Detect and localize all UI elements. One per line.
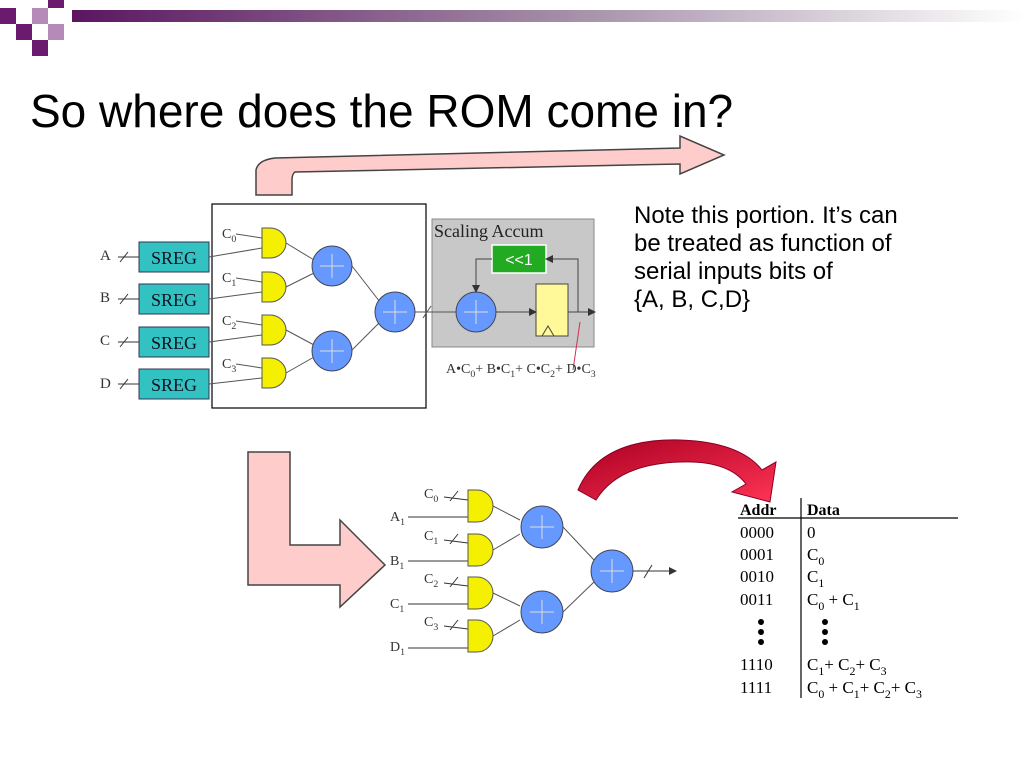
rom-data: 0	[807, 523, 816, 542]
and-gate	[261, 271, 287, 303]
register-block	[535, 283, 569, 337]
input-label-d: D	[100, 376, 111, 392]
and-gate	[467, 533, 494, 567]
input-label-a: A	[100, 248, 111, 264]
sreg-label: SREG	[151, 375, 197, 395]
shift-label: <<1	[505, 252, 533, 269]
input-label-b: B	[100, 290, 110, 306]
coefficient-label: C3	[222, 357, 236, 375]
sreg-d	[138, 368, 210, 400]
rom-data: C0 + C1+ C2+ C3	[807, 678, 922, 701]
scaling-accum-label: Scaling Accum	[434, 221, 543, 241]
and-gate	[261, 357, 287, 389]
top-circuit	[118, 203, 596, 409]
rom-addr: 0000	[740, 523, 774, 542]
coefficient-label: C3	[424, 615, 438, 633]
rom-data: C0	[807, 545, 824, 568]
coefficient-label: C1	[222, 271, 236, 289]
rom-data: C1+ C2+ C3	[807, 655, 887, 678]
and-gate	[261, 314, 287, 346]
title-banner	[0, 0, 1024, 56]
rom-data: C0 + C1	[807, 590, 860, 613]
and-gate	[467, 619, 494, 653]
sreg-a	[138, 241, 210, 273]
and-gates	[261, 227, 287, 389]
highlight-box	[211, 203, 427, 409]
input-label: C1	[390, 597, 404, 615]
input-label: B1	[390, 554, 404, 572]
rom-header-data: Data	[807, 502, 840, 519]
adders	[311, 245, 497, 372]
accum-formula: A•C0+ B•C1+ C•C2+ D•C3	[446, 362, 596, 380]
rom-addr: 0001	[740, 545, 774, 564]
rom-addr: 1110	[740, 655, 773, 674]
rom-addr: 0010	[740, 567, 774, 586]
input-label: D1	[390, 640, 405, 658]
rom-table-lines	[738, 498, 958, 698]
coefficient-label: C1	[424, 529, 438, 547]
note-text: Note this portion. It’s can be treated a…	[634, 202, 1004, 314]
sreg-label: SREG	[151, 333, 197, 353]
note-line: {A, B, C,D}	[634, 286, 751, 313]
rom-addr: 1111	[740, 678, 772, 697]
rom-header-addr: Addr	[740, 502, 776, 519]
note-line: be treated as function of	[634, 230, 892, 257]
shift-block	[491, 244, 547, 274]
coefficient-label: C0	[222, 227, 236, 245]
coefficient-label: C0	[424, 487, 438, 505]
bottom-circuit	[408, 489, 677, 653]
coefficient-label: C2	[222, 314, 236, 332]
note-line: serial inputs bits of	[634, 258, 833, 285]
sreg-label: SREG	[151, 290, 197, 310]
rom-data: C1	[807, 567, 824, 590]
and-gate	[467, 576, 494, 610]
slide-title: So where does the ROM come in?	[30, 85, 734, 137]
down-right-pink-arrow	[247, 451, 387, 609]
sreg-label: SREG	[151, 248, 197, 268]
and-gate	[467, 489, 494, 523]
note-line: Note this portion. It’s can	[634, 202, 898, 229]
input-label-c: C	[100, 333, 110, 349]
sreg-group	[118, 233, 263, 400]
curved-red-arrow	[577, 439, 777, 503]
input-label: A1	[390, 510, 405, 528]
rom-addr: 0011	[740, 590, 773, 609]
and-gate	[261, 227, 287, 259]
top-pink-arrow	[255, 134, 726, 196]
coefficient-label: C2	[424, 572, 438, 590]
